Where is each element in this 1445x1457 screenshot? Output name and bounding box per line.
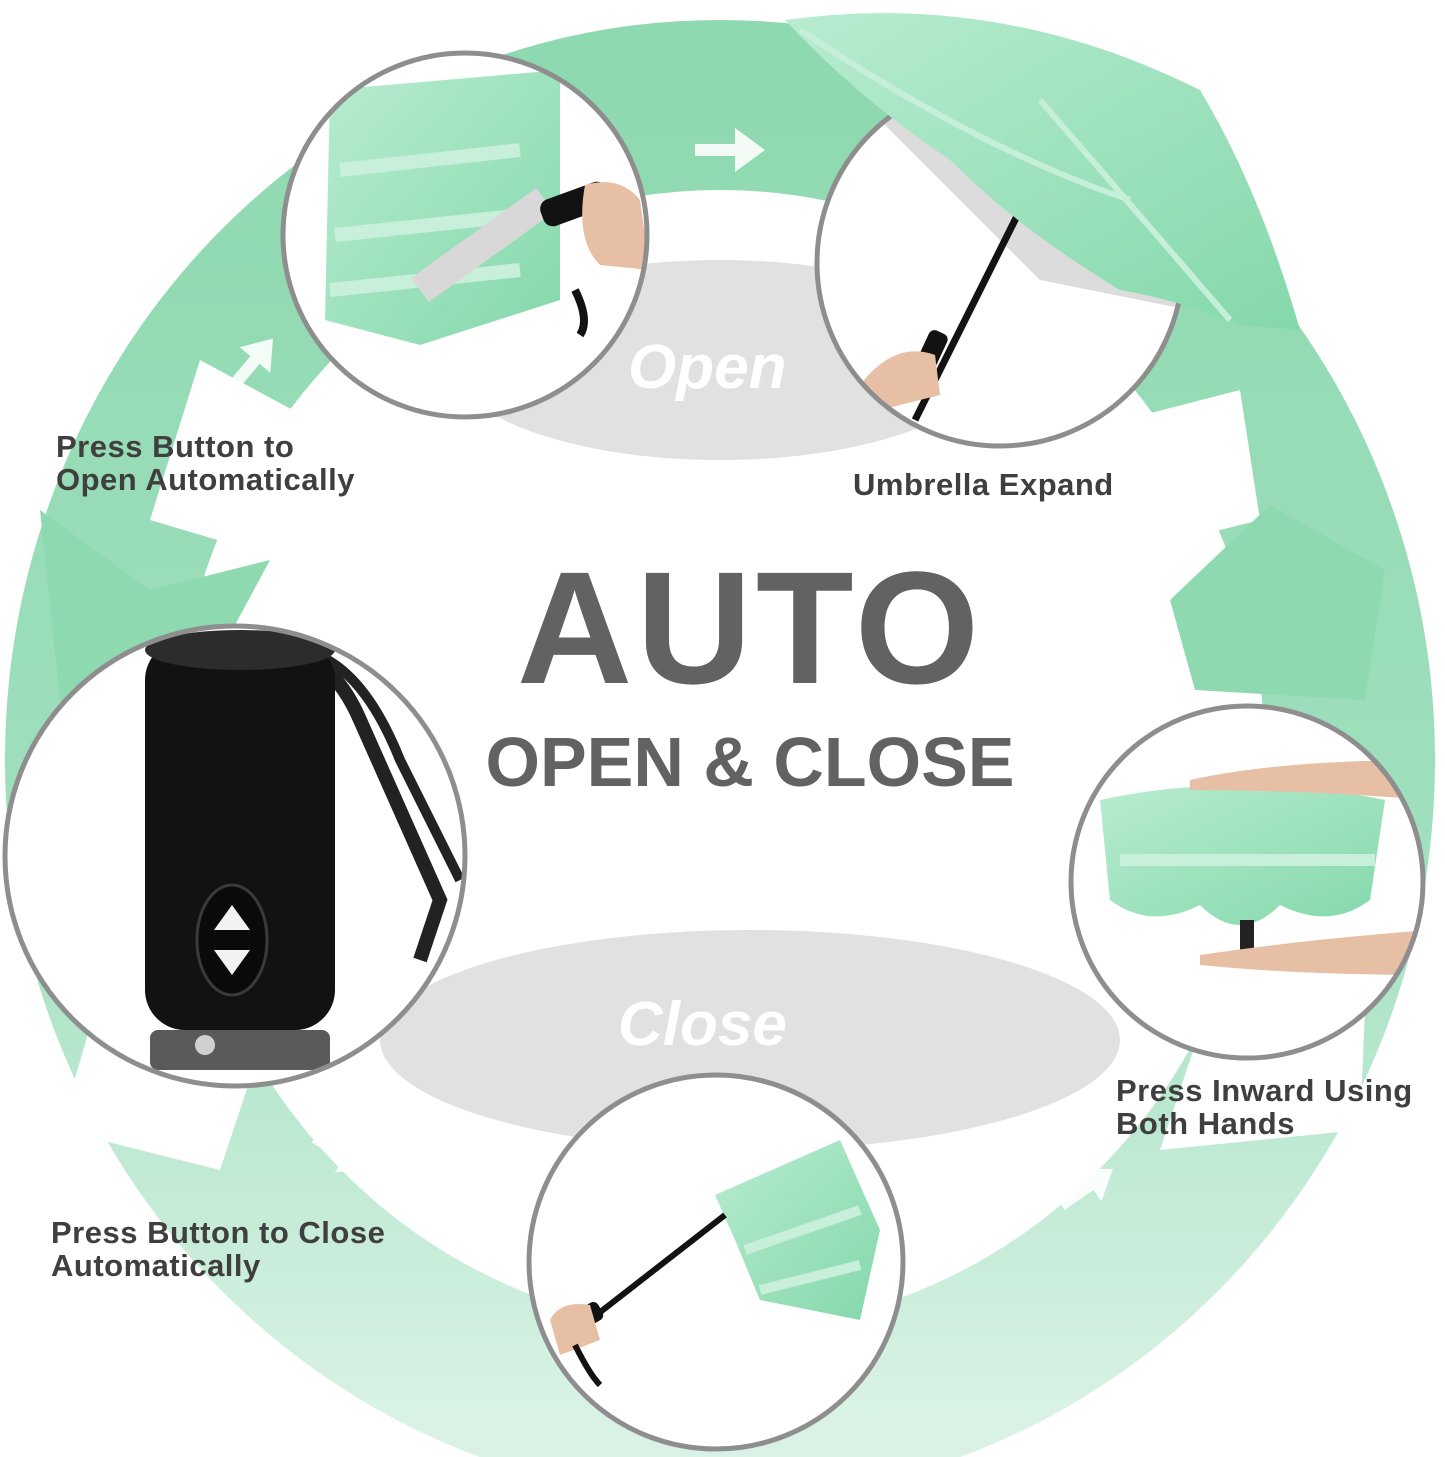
caption-press-inward-line-2: Both Hands	[1116, 1106, 1295, 1141]
hand-icon	[1200, 930, 1423, 975]
arrow-icon	[939, 1220, 1003, 1260]
arrow-icon	[419, 1205, 483, 1245]
photo-circle-press-open	[280, 50, 650, 420]
photo-circle-press-close	[526, 1072, 906, 1452]
caption-press-close-line-1: Press Button to Close	[51, 1215, 386, 1250]
photo-circle-handle	[2, 623, 468, 1089]
sub-title: OPEN & CLOSE	[485, 723, 1015, 801]
photo-circle-umbrella-expand	[785, 13, 1300, 449]
caption-press-inward-line-1: Press Inward Using	[1116, 1073, 1413, 1108]
arrow-icon	[227, 338, 273, 391]
arrow-icon	[1057, 1168, 1113, 1210]
caption-press-open-line-1: Press Button to	[56, 429, 295, 464]
direction-arrows	[227, 128, 1113, 1260]
hand-icon	[550, 1304, 600, 1355]
hand-icon	[582, 182, 647, 270]
open-stage-label: Open	[628, 333, 787, 402]
caption-press-close-line-2: Automatically	[51, 1248, 261, 1283]
button-icon	[195, 883, 269, 997]
caption-press-close: Press Button to Close Automatically	[51, 1216, 385, 1282]
photo-circle-press-inward	[1068, 703, 1426, 1061]
caption-expand-line-1: Umbrella Expand	[853, 467, 1114, 502]
close-stage-label: Close	[618, 990, 787, 1059]
caption-press-inward: Press Inward Using Both Hands	[1116, 1074, 1413, 1140]
handle-icon	[145, 640, 335, 1030]
arrow-icon	[311, 1132, 370, 1173]
close-stage-disc	[380, 930, 1120, 1150]
caption-press-open-line-2: Open Automatically	[56, 462, 355, 497]
main-title: AUTO	[516, 538, 984, 717]
caption-press-open: Press Button to Open Automatically	[56, 430, 355, 496]
caption-expand: Umbrella Expand	[853, 468, 1114, 501]
arrow-icon	[695, 128, 765, 172]
hand-icon	[860, 351, 940, 410]
hand-icon	[1190, 760, 1423, 800]
